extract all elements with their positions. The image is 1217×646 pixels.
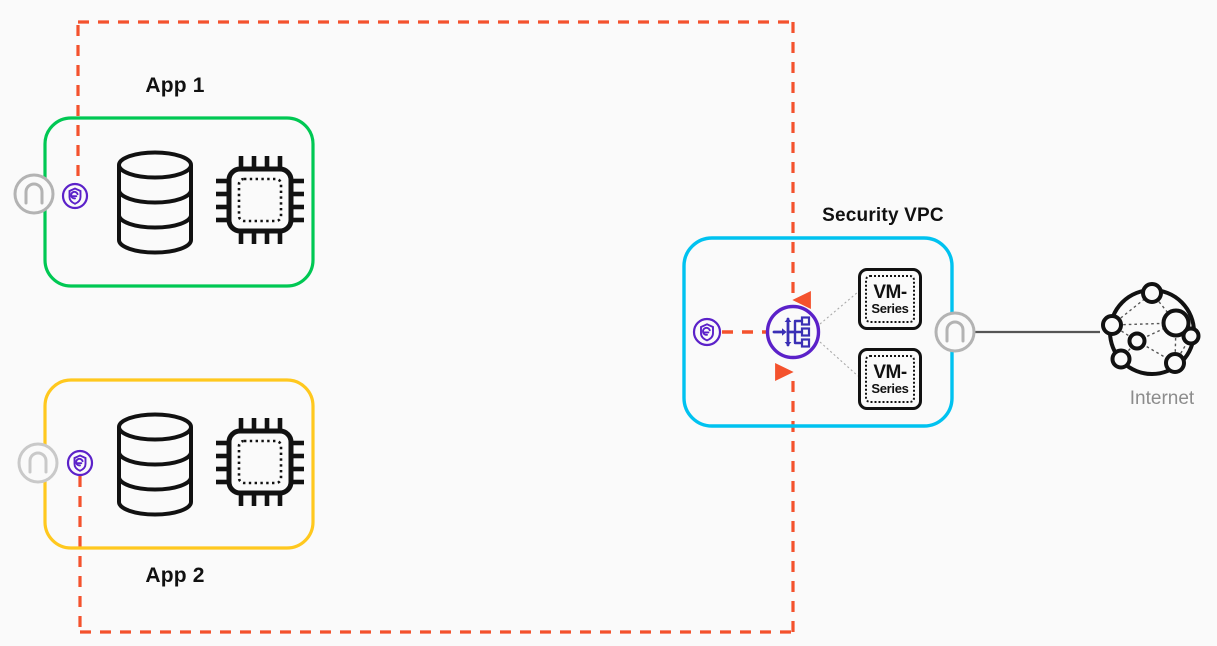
- app2-title: App 2: [145, 564, 205, 587]
- database-icon: [117, 150, 193, 255]
- cpu-chip-icon: [216, 156, 304, 244]
- internet-label: Internet: [1129, 388, 1195, 409]
- routing-hub-icon[interactable]: [765, 304, 821, 360]
- vm-series-label-line1: VM-: [873, 282, 907, 303]
- app1-title: App 1: [145, 74, 205, 97]
- vm-series-firewall-1-inner: VM- Series: [865, 275, 915, 323]
- security-vpc-title: Security VPC: [822, 205, 944, 226]
- cpu-chip-icon: [216, 418, 304, 506]
- vm-series-firewall-2-inner: VM- Series: [865, 355, 915, 403]
- security-shield-icon[interactable]: [692, 317, 722, 347]
- vm-series-firewall-2[interactable]: VM- Series: [858, 348, 922, 410]
- gateway-icon[interactable]: [17, 442, 59, 484]
- vm-series-label-line2: Series: [871, 381, 909, 396]
- internet-globe-icon: [1101, 282, 1201, 376]
- router-firewall-connectors: [819, 291, 859, 377]
- vm-series-label-line2: Series: [871, 301, 909, 316]
- gateway-icon[interactable]: [13, 173, 55, 215]
- vm-series-label-line1: VM-: [873, 362, 907, 383]
- gateway-icon[interactable]: [934, 311, 976, 353]
- traffic-flow-path: [76, 20, 811, 634]
- database-icon: [117, 412, 193, 517]
- security-shield-icon[interactable]: [66, 449, 94, 477]
- vm-series-firewall-1[interactable]: VM- Series: [858, 268, 922, 330]
- security-shield-icon[interactable]: [61, 182, 89, 210]
